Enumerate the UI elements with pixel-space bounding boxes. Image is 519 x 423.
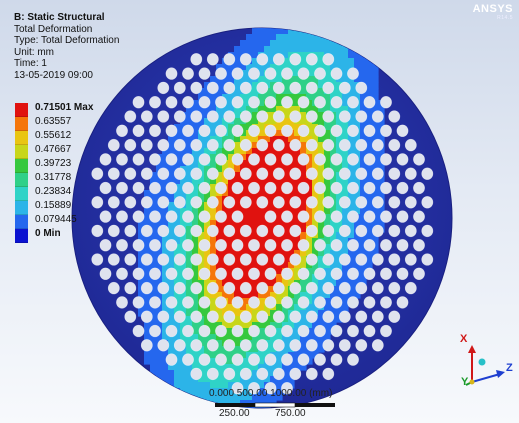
result-name: Total Deformation [14,23,93,35]
result-time: Time: 1 [14,58,47,69]
legend-label: 0.55612 [35,130,72,141]
legend-label: 0.31778 [35,172,72,183]
result-unit: Unit: mm [14,46,54,58]
analysis-title: B: Static Structural [14,12,105,23]
legend-label: 0.39723 [35,158,72,169]
legend-swatch [15,159,28,173]
legend-label: 0.15889 [35,200,72,211]
result-type: Type: Total Deformation [14,35,120,46]
legend-swatch [15,173,28,187]
ansys-version: R14.5 [497,15,513,21]
legend-swatch [15,201,28,215]
triad-axes[interactable] [465,345,505,386]
scale-bar: 0.000 500.00 1000.00 (mm) 250.00 750.00 [205,386,375,422]
result-info-panel: B: Static Structural Total Deformation T… [14,12,119,81]
legend-swatch [15,131,28,145]
ansys-logo: ANSYS R14.5 [472,3,513,21]
legend-label: 0.63557 [35,116,72,127]
legend-swatch [15,117,28,131]
legend-label: 0 Min [35,228,61,239]
triad-y-label: Y [461,376,469,388]
legend-swatch [15,187,28,201]
triad-x-label: X [460,333,468,345]
tube-holes [91,53,434,395]
legend-color-bar [15,103,28,243]
scale-tick-left: 250.00 [219,408,250,419]
scale-tick-right: 750.00 [275,408,306,419]
legend-label: 0.71501 Max [35,102,94,113]
legend-swatch [15,145,28,159]
result-date: 13-05-2019 09:00 [14,69,93,81]
legend-swatch [15,229,28,243]
scale-title: 0.000 500.00 1000.00 (mm) [209,388,333,399]
legend-label: 0.23834 [35,186,72,197]
triad-z-label: Z [506,362,513,374]
legend-label: 0.47667 [35,144,72,155]
scale-ruler [215,402,335,408]
legend-swatch [15,215,28,229]
legend-label: 0.079445 [35,214,77,225]
legend-swatch [15,103,28,117]
